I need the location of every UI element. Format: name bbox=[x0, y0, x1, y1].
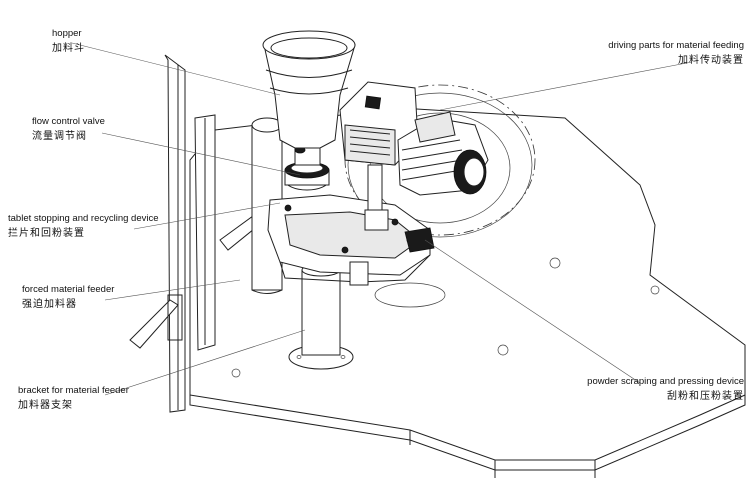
side-frame bbox=[129, 54, 276, 413]
label-tablet-stopping-zh: 拦片和回粉装置 bbox=[8, 227, 85, 239]
label-bracket-en: bracket for material feeder bbox=[18, 385, 129, 396]
label-driving-parts-en: driving parts for material feeding bbox=[608, 40, 744, 51]
label-tablet-stopping-en: tablet stopping and recycling device bbox=[8, 213, 159, 224]
label-driving-parts: driving parts for material feeding 加料传动装… bbox=[608, 40, 744, 67]
label-tablet-stopping: tablet stopping and recycling device 拦片和… bbox=[8, 213, 159, 240]
label-driving-parts-zh: 加料传动装置 bbox=[678, 54, 744, 66]
label-flow-valve-en: flow control valve bbox=[32, 116, 105, 127]
label-powder-scraping-zh: 刮粉和压粉装置 bbox=[667, 390, 744, 402]
leader-lines bbox=[71, 42, 693, 396]
label-flow-valve: flow control valve 流量调节阀 bbox=[32, 116, 105, 143]
label-powder-scraping: powder scraping and pressing device 刮粉和压… bbox=[587, 376, 744, 403]
label-forced-feeder-zh: 强迫加料器 bbox=[22, 298, 77, 310]
label-bracket-zh: 加料器支架 bbox=[18, 399, 73, 411]
hopper-body bbox=[262, 30, 356, 149]
label-forced-feeder: forced material feeder 强迫加料器 bbox=[22, 284, 114, 311]
label-flow-valve-zh: 流量调节阀 bbox=[32, 130, 87, 142]
label-hopper-en: hopper bbox=[52, 28, 82, 39]
label-bracket: bracket for material feeder 加料器支架 bbox=[18, 385, 129, 412]
label-forced-feeder-en: forced material feeder bbox=[22, 284, 115, 295]
label-hopper-zh: 加料斗 bbox=[52, 42, 85, 54]
label-hopper: hopper 加料斗 bbox=[52, 28, 85, 55]
drive-assembly bbox=[339, 81, 489, 231]
label-powder-scraping-en: powder scraping and pressing device bbox=[587, 376, 744, 387]
